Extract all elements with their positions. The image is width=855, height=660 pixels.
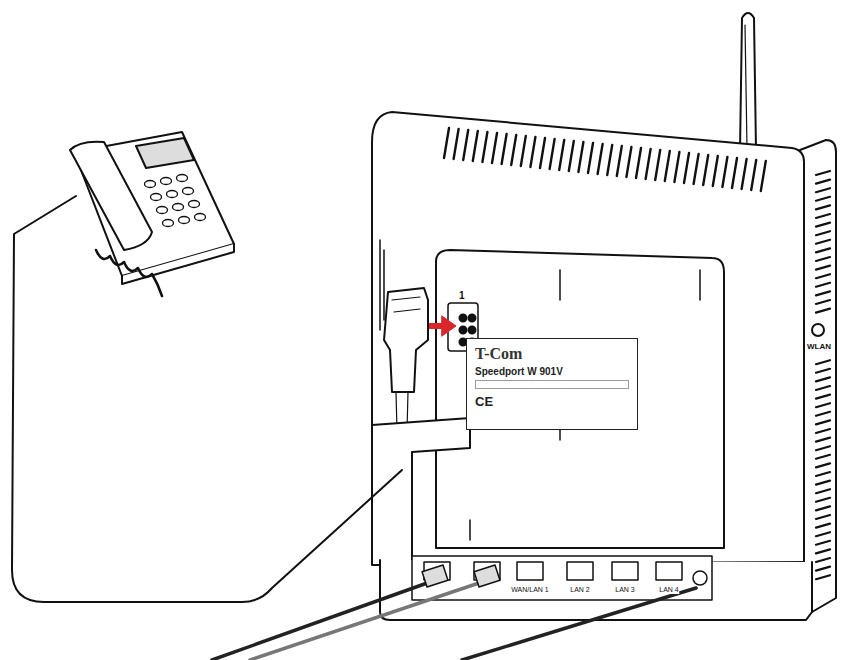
phone-display	[136, 138, 194, 168]
port-label: LAN 4	[658, 586, 679, 594]
brand-logo: T-Com	[475, 345, 629, 363]
handset-cord	[96, 250, 162, 296]
tae-plug	[384, 288, 428, 392]
router-side	[800, 140, 836, 612]
left-vents	[380, 240, 384, 330]
router-back	[372, 112, 804, 562]
plug-ridges	[392, 297, 420, 312]
key	[145, 181, 156, 188]
keypad	[145, 175, 206, 227]
key	[177, 175, 188, 182]
port-label: WAN/LAN 1	[510, 586, 549, 594]
model-name: Speedport W 901V	[475, 366, 629, 377]
insert-arrowhead	[442, 316, 456, 336]
pin	[460, 327, 467, 334]
cable	[250, 582, 482, 660]
key	[189, 201, 200, 208]
rj45-port	[517, 562, 543, 580]
key	[173, 204, 184, 211]
key	[163, 220, 174, 227]
port-label: LAN 2	[569, 586, 590, 594]
top-vents	[444, 128, 766, 191]
rj45-plug	[474, 565, 500, 587]
cable	[212, 582, 430, 660]
sticker-field	[475, 380, 629, 389]
handset	[70, 142, 152, 250]
rj45-port	[656, 562, 682, 580]
phone-cable	[12, 196, 402, 602]
wlan-button	[812, 324, 824, 336]
power-socket	[693, 571, 707, 585]
port-number: 1	[458, 290, 466, 301]
ce-mark: CE	[475, 394, 629, 409]
key	[151, 194, 162, 201]
key	[161, 178, 172, 185]
button-label: WLAN	[806, 343, 832, 352]
label-sticker: T-ComSpeedport W 901V CE	[466, 338, 638, 430]
phone-edge	[122, 244, 234, 284]
port-label: LAN 3	[614, 586, 635, 594]
pin	[469, 315, 476, 322]
rj45-port	[612, 562, 638, 580]
key	[179, 217, 190, 224]
stand	[372, 418, 470, 565]
pin	[469, 327, 476, 334]
port-strip	[412, 556, 712, 600]
rj45-port	[567, 562, 593, 580]
rj45-plug	[422, 565, 448, 587]
antenna	[740, 13, 756, 150]
key	[157, 207, 168, 214]
pin	[460, 315, 467, 322]
side-vents	[816, 171, 830, 579]
power-cable	[462, 588, 696, 660]
key	[195, 214, 206, 221]
antenna-edge	[745, 25, 747, 148]
recess	[436, 250, 724, 548]
key	[183, 188, 194, 195]
key	[167, 191, 178, 198]
